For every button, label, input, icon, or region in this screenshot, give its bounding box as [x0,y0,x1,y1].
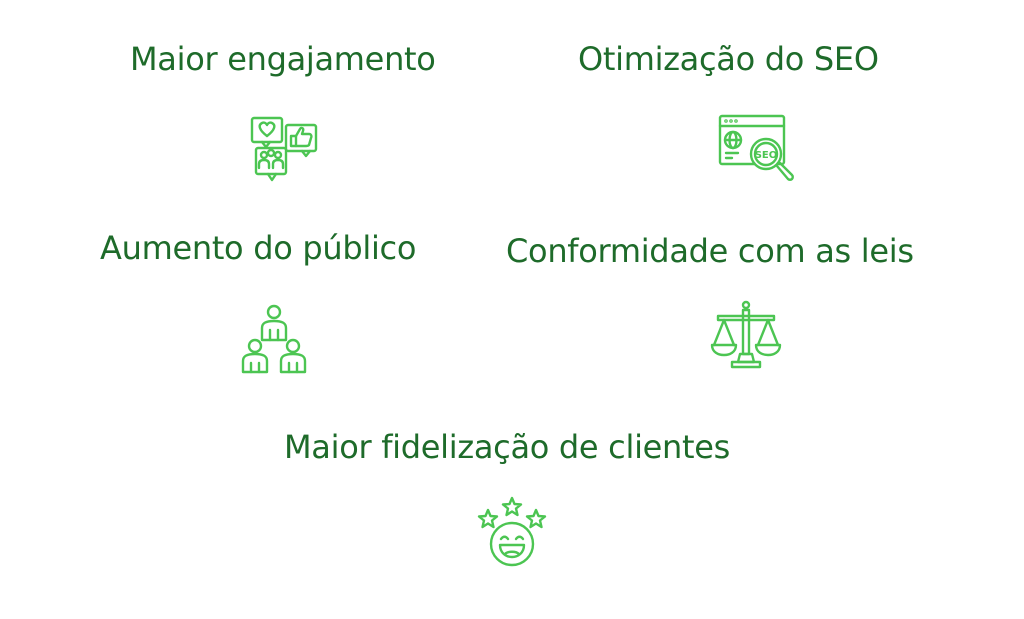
benefit-title: Maior fidelização de clientes [284,428,731,466]
seo-search-icon: SEO [716,112,796,186]
happy-face-stars-icon [476,496,548,568]
benefit-title: Aumento do público [100,229,417,267]
svg-text:SEO: SEO [755,150,778,161]
scales-of-justice-icon [710,300,782,370]
benefit-title: Otimização do SEO [578,40,879,78]
audience-group-icon [238,302,310,374]
benefit-title: Conformidade com as leis [506,232,914,270]
social-engagement-icon [248,115,320,183]
benefit-title: Maior engajamento [130,40,436,78]
